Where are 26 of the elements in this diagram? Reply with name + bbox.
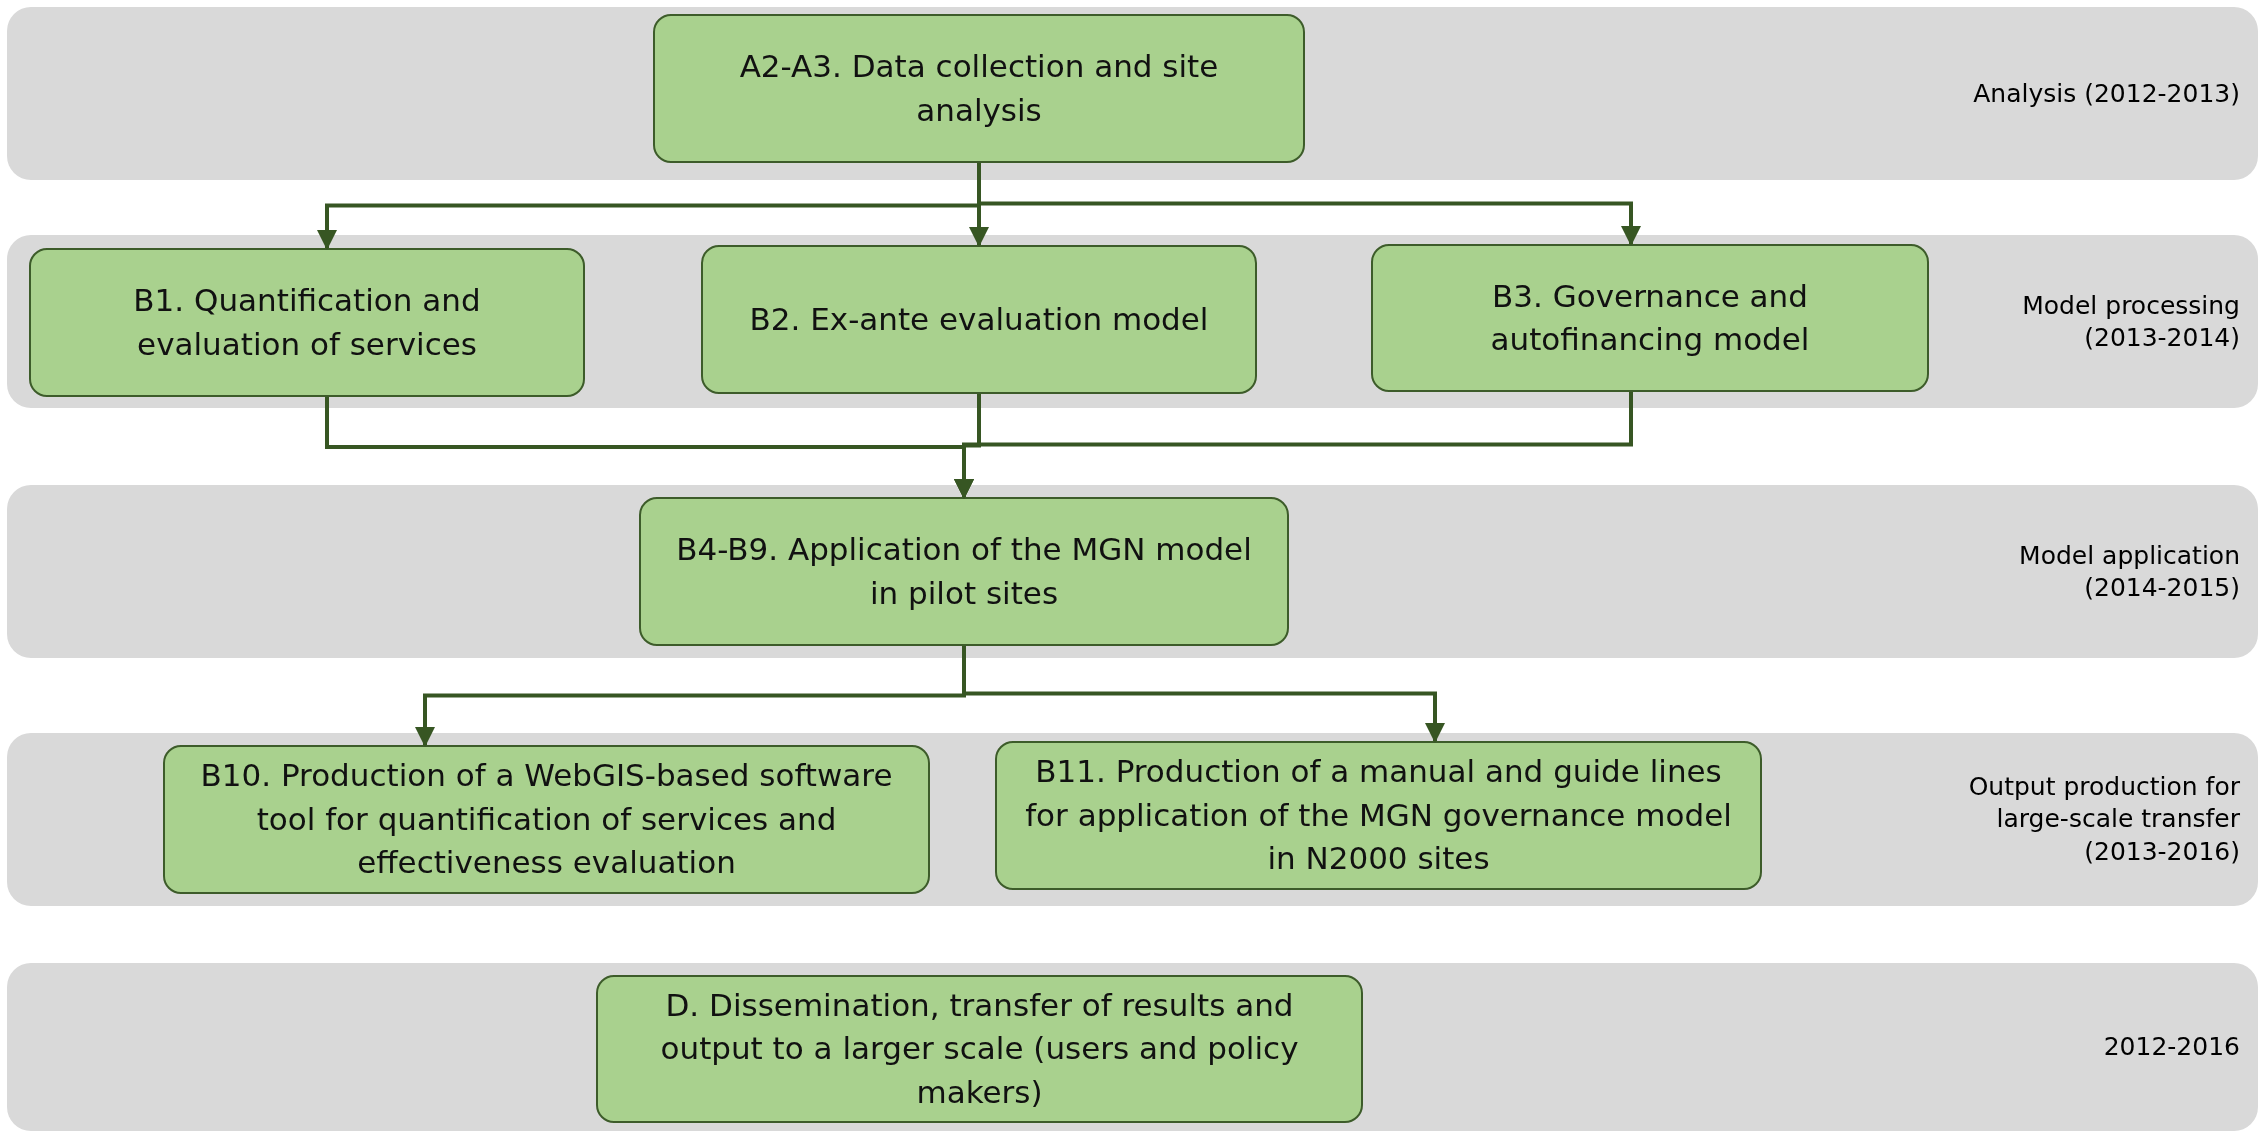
activity-label: B11. Production of a manual and guide lines for application of the MGN governance model in N2000 sites <box>1024 752 1733 879</box>
activity-label: B3. Governance and autofinancing model <box>1489 276 1811 359</box>
phase-label: Model application (2014-2015) <box>2018 539 2240 604</box>
activity-box <box>701 245 1257 394</box>
activity-label: B10. Production of a WebGIS-based software tool for quantification of services and effectiveness evaluation <box>199 756 894 883</box>
activity-label: B2. Ex-ante evaluation model <box>749 299 1209 339</box>
activity-label: B4-B9. Application of the MGN model in pilot sites <box>675 530 1253 613</box>
activity-box <box>1371 244 1929 392</box>
phase-band <box>7 733 2258 906</box>
phase-band <box>7 963 2258 1131</box>
activity-label: D. Dissemination, transfer of results and output to a larger scale (users and policy makers) <box>659 985 1300 1112</box>
activity-box <box>29 248 585 397</box>
activity-label: B1. Quantification and evaluation of services <box>132 281 482 364</box>
activity-box <box>163 745 930 894</box>
phase-label: Model processing (2013-2014) <box>2021 289 2240 354</box>
phase-band <box>7 7 2258 180</box>
phase-band <box>7 235 2258 408</box>
activity-box <box>639 497 1289 646</box>
phase-label: Analysis (2012-2013) <box>1972 77 2240 110</box>
phase-label: 2012-2016 <box>2102 1030 2240 1063</box>
phase-band <box>7 485 2258 658</box>
activity-box <box>596 975 1363 1123</box>
activity-box <box>653 14 1305 163</box>
activity-label: A2-A3. Data collection and site analysis <box>738 47 1220 130</box>
phase-label: Output production for large-scale transfer (2013-2016) <box>1967 770 2240 868</box>
activity-box <box>995 741 1762 890</box>
